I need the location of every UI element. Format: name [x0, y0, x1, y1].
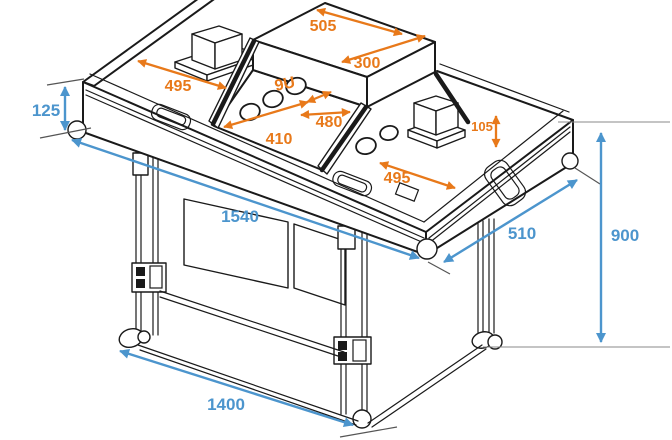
exterior-dimensions: 125 1540 510 900 1400 [32, 86, 639, 428]
dim-495-left-arrow [137, 59, 227, 90]
dim-510-arrow [443, 178, 578, 264]
dim-1400-label: 1400 [207, 395, 245, 414]
dim-125-label: 125 [32, 101, 60, 120]
right-tray-riser [407, 95, 466, 149]
center-console [208, 2, 471, 175]
dim-410-label: 410 [266, 131, 293, 148]
console-far-rail [433, 71, 471, 125]
dim-495-left-label: 495 [165, 78, 192, 95]
dim-480-label: 480 [316, 114, 343, 131]
dim-9u-label: 9U [273, 74, 297, 95]
dim-1540-label: 1540 [221, 207, 259, 226]
stand-right-leg [471, 218, 503, 350]
corner-ball-right [561, 152, 579, 170]
right-foot [471, 331, 503, 350]
dim-505-label: 505 [310, 18, 337, 35]
console-left-rail [210, 38, 257, 127]
dim-510-label: 510 [508, 224, 536, 243]
dim-505-arrow [316, 7, 403, 37]
dim-495-right-label: 495 [384, 170, 411, 187]
dim-410-arrow [223, 99, 309, 130]
dim-900-label: 900 [611, 226, 639, 245]
dim-105-label: 105 [471, 119, 493, 134]
extension-lines [39, 78, 670, 438]
dim-480-arrow-b [300, 108, 351, 119]
dim-1400-arrow [119, 348, 354, 428]
dim-480-arrow-a [306, 90, 332, 104]
stand-braces [137, 290, 487, 428]
stand-left-leg [118, 151, 167, 349]
left-foot [118, 327, 151, 349]
left-leg-hinge [131, 262, 167, 293]
dim-300-arrow [341, 34, 426, 64]
dim-300-label: 300 [354, 55, 381, 72]
corner-ball-front [416, 238, 438, 260]
dim-1540-arrow [71, 138, 420, 260]
recessed-handle-front-left [150, 103, 192, 131]
